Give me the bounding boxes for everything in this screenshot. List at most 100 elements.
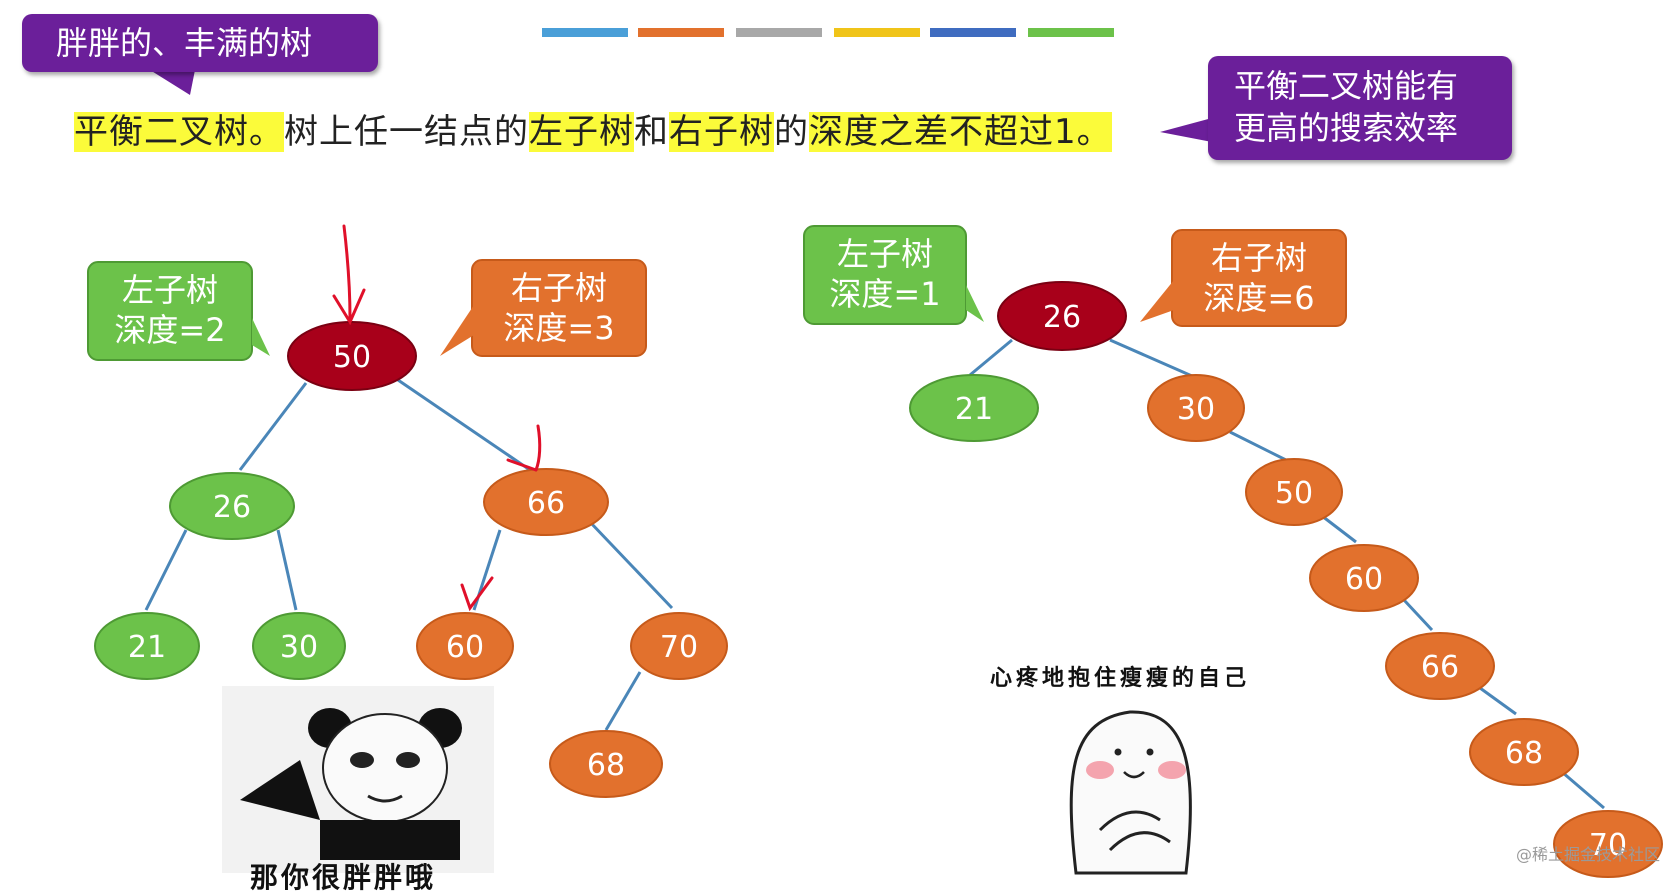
node-labels: 50 26 66 21 30 60 70 68 26 21 30 50 60 6… xyxy=(128,300,1627,863)
callout-line: 深度=3 xyxy=(503,309,615,347)
node-66 xyxy=(1385,632,1495,700)
node-60 xyxy=(416,612,514,680)
edge xyxy=(397,378,531,472)
definition-segment: 左子树 xyxy=(529,112,634,152)
definition-segment: 平衡二叉树。 xyxy=(74,112,284,152)
node-label: 66 xyxy=(527,486,565,521)
arrow-down-icon xyxy=(460,576,494,612)
right-tree-nodes xyxy=(909,281,1663,878)
stripe xyxy=(736,28,822,37)
panda-meme-image xyxy=(222,686,494,873)
stripe xyxy=(638,28,724,37)
blob-meme-caption: 心疼地抱住瘦瘦的自己 xyxy=(990,666,1251,691)
left-tree-nodes xyxy=(94,321,728,798)
banner-tail xyxy=(150,70,195,95)
definition-segment: 树上任一结点的 xyxy=(284,112,529,152)
panda-meme-caption: 那你很胖胖哦 xyxy=(250,861,437,894)
right-subtree-depth-label: 右子树 深度=3 xyxy=(472,268,646,348)
slide: 50 26 66 21 30 60 70 68 26 21 30 50 60 6… xyxy=(22,14,1663,894)
callout-line: 深度=2 xyxy=(114,311,226,349)
banner-text: 胖胖的、丰满的树 xyxy=(56,24,313,62)
node-label: 21 xyxy=(955,392,993,427)
left-tree-left-callout xyxy=(87,261,270,361)
blob-body xyxy=(1069,710,1192,875)
callout-tail xyxy=(966,285,984,322)
left-subtree-depth-label: 左子树 深度=2 xyxy=(88,270,252,350)
callout-box xyxy=(803,225,967,325)
edge xyxy=(1402,598,1434,632)
panda-eye xyxy=(396,752,420,768)
node-30 xyxy=(1147,374,1245,442)
definition-segment: 深度之差不超过1。 xyxy=(809,112,1112,152)
right-tree-edges xyxy=(969,338,1605,810)
left-subtree-depth-label: 左子树 深度=1 xyxy=(804,234,966,314)
callout-line: 左子树 xyxy=(836,235,933,273)
node-label: 68 xyxy=(587,748,625,783)
callout-line: 深度=1 xyxy=(829,275,941,313)
edge xyxy=(604,671,642,731)
node-30 xyxy=(252,612,346,680)
node-70 xyxy=(1553,810,1663,878)
node-label: 26 xyxy=(1043,300,1081,335)
edge xyxy=(588,520,674,610)
node-70 xyxy=(630,612,728,680)
panda-arm xyxy=(240,760,320,820)
panda-eye xyxy=(350,752,374,768)
arrow-down-icon xyxy=(332,288,366,326)
blob-meme-image xyxy=(1069,710,1192,875)
edge xyxy=(1479,686,1517,716)
node-66 xyxy=(483,468,609,536)
blob-cheek xyxy=(1158,761,1186,779)
left-tree-edges xyxy=(144,378,674,731)
edge xyxy=(276,529,298,611)
definition-segment: 的 xyxy=(774,112,809,152)
callout-line: 深度=6 xyxy=(1203,279,1315,317)
node-label: 70 xyxy=(660,630,698,665)
node-label: 30 xyxy=(280,630,318,665)
right-tree-left-callout xyxy=(803,225,984,325)
node-label: 60 xyxy=(446,630,484,665)
stripe xyxy=(542,28,628,37)
edge xyxy=(969,338,1013,377)
callout-tail xyxy=(1140,280,1174,322)
node-label: 50 xyxy=(333,340,371,375)
efficiency-callout: 平衡二叉树能有 更高的搜索效率 xyxy=(1208,56,1512,160)
callout-line: 右子树 xyxy=(1210,239,1307,277)
node-label: 50 xyxy=(1275,476,1313,511)
watermark: @稀土掘金技术社区 xyxy=(1515,845,1660,864)
node-21 xyxy=(909,374,1039,442)
arrow-down-icon xyxy=(342,224,352,320)
edge xyxy=(1109,338,1193,378)
annotation-arrows xyxy=(332,224,542,612)
definition-segment: 右子树 xyxy=(669,112,774,152)
edge xyxy=(238,382,308,471)
node-68 xyxy=(549,730,663,798)
node-50 xyxy=(1245,458,1343,526)
blob-eye xyxy=(1114,748,1122,756)
stripe xyxy=(930,28,1016,37)
efficiency-line: 更高的搜索效率 xyxy=(1234,109,1459,147)
callout-box xyxy=(87,261,253,361)
node-label: 70 xyxy=(1589,828,1627,863)
edge xyxy=(1229,430,1287,462)
node-label: 66 xyxy=(1421,650,1459,685)
node-label: 21 xyxy=(128,630,166,665)
edge xyxy=(144,529,188,611)
node-root-50 xyxy=(287,321,417,391)
node-21 xyxy=(94,612,200,680)
edge xyxy=(1561,770,1605,810)
node-60 xyxy=(1309,544,1419,612)
node-68 xyxy=(1469,718,1579,786)
tree-diagram: 50 26 66 21 30 60 70 68 26 21 30 50 60 6… xyxy=(87,70,1663,878)
right-tree-right-callout xyxy=(1140,229,1347,327)
node-root-26 xyxy=(997,281,1127,351)
definition-segment: 和 xyxy=(634,112,669,152)
edge xyxy=(1321,514,1357,544)
efficiency-line: 平衡二叉树能有 xyxy=(1234,67,1459,105)
blob-cheek xyxy=(1086,761,1114,779)
node-label: 30 xyxy=(1177,392,1215,427)
stripe xyxy=(1028,28,1114,37)
right-subtree-depth-label: 右子树 深度=6 xyxy=(1172,238,1346,318)
panda-mouth xyxy=(367,794,403,803)
callout-line: 右子树 xyxy=(510,269,607,307)
